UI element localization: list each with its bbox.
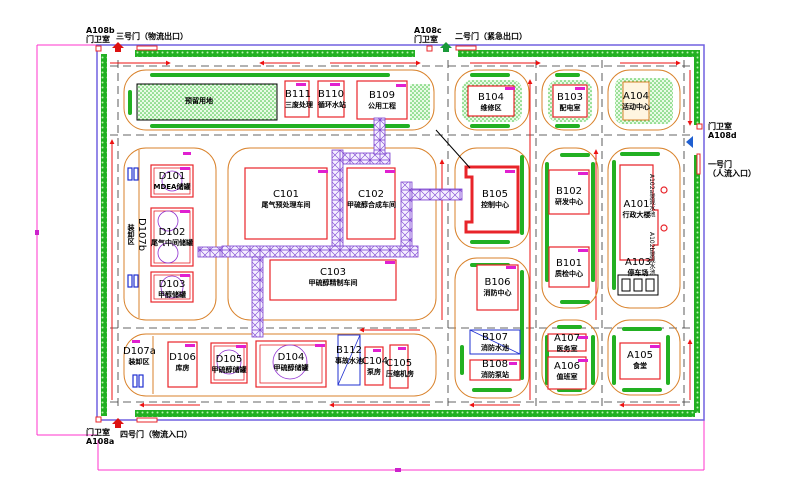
gate-house-name: 门卫室 — [86, 428, 110, 437]
gate-house-code: A108a — [86, 437, 115, 446]
block-greenery — [128, 73, 670, 392]
b104-building — [467, 85, 515, 117]
parking-stalls — [617, 274, 659, 296]
gate2-label: 二号门（紧急出口） — [455, 32, 527, 41]
perimeter-greenery — [101, 50, 700, 417]
truck-bays — [127, 167, 144, 388]
buildings — [284, 80, 408, 120]
pipe-racks — [197, 117, 463, 338]
gate-house-code: A108d — [708, 131, 737, 140]
b105-building — [464, 165, 520, 234]
fountain-icon — [660, 224, 668, 232]
gate1-arrow-icon — [686, 136, 693, 148]
fountain-icon — [660, 186, 668, 194]
site-boundary — [96, 44, 705, 421]
gate-house-name: 门卫室 — [86, 35, 110, 44]
gate-house-code: A108b — [86, 26, 115, 35]
gate4-arrow-icon — [112, 418, 124, 428]
gate-houses — [95, 45, 703, 423]
dimension-tick — [395, 468, 401, 472]
gate1-label: 一号门 （人流入口） — [708, 160, 756, 178]
green-patch — [410, 84, 430, 120]
gate-house-a108d: 门卫室 A108d — [708, 122, 737, 140]
label-a102a: A102a景观水池 — [648, 174, 655, 218]
gate1-sub: （人流入口） — [708, 169, 756, 178]
road-blocks — [123, 69, 681, 399]
gate4-label: 四号门（物流入口） — [120, 430, 192, 439]
gate2-arrow-icon — [440, 42, 452, 52]
gate-house-a108b: A108b 门卫室 — [86, 26, 115, 44]
gate-house-name: 门卫室 — [414, 35, 438, 44]
gate3-arrow-icon — [112, 42, 124, 52]
gate-house-code: A108c — [414, 26, 442, 35]
gate-house-a108c: A108c 门卫室 — [414, 26, 442, 44]
reserve-land — [136, 83, 278, 121]
gate-house-name: 门卫室 — [708, 122, 732, 131]
gate1-name: 一号门 — [708, 160, 732, 169]
gate3-label: 三号门（物流出口） — [116, 32, 188, 41]
leader-line — [435, 129, 471, 169]
gate-house-a108a: 门卫室 A108a — [86, 428, 114, 446]
dimension-tick — [35, 230, 39, 235]
a104-court — [622, 81, 650, 121]
traffic-arrows — [109, 60, 693, 408]
reserve-land-label: 预留用地 — [185, 97, 213, 105]
label-a102b: A102b景观水池 — [648, 232, 655, 276]
b103-building — [552, 84, 588, 118]
north-markers — [132, 83, 660, 365]
